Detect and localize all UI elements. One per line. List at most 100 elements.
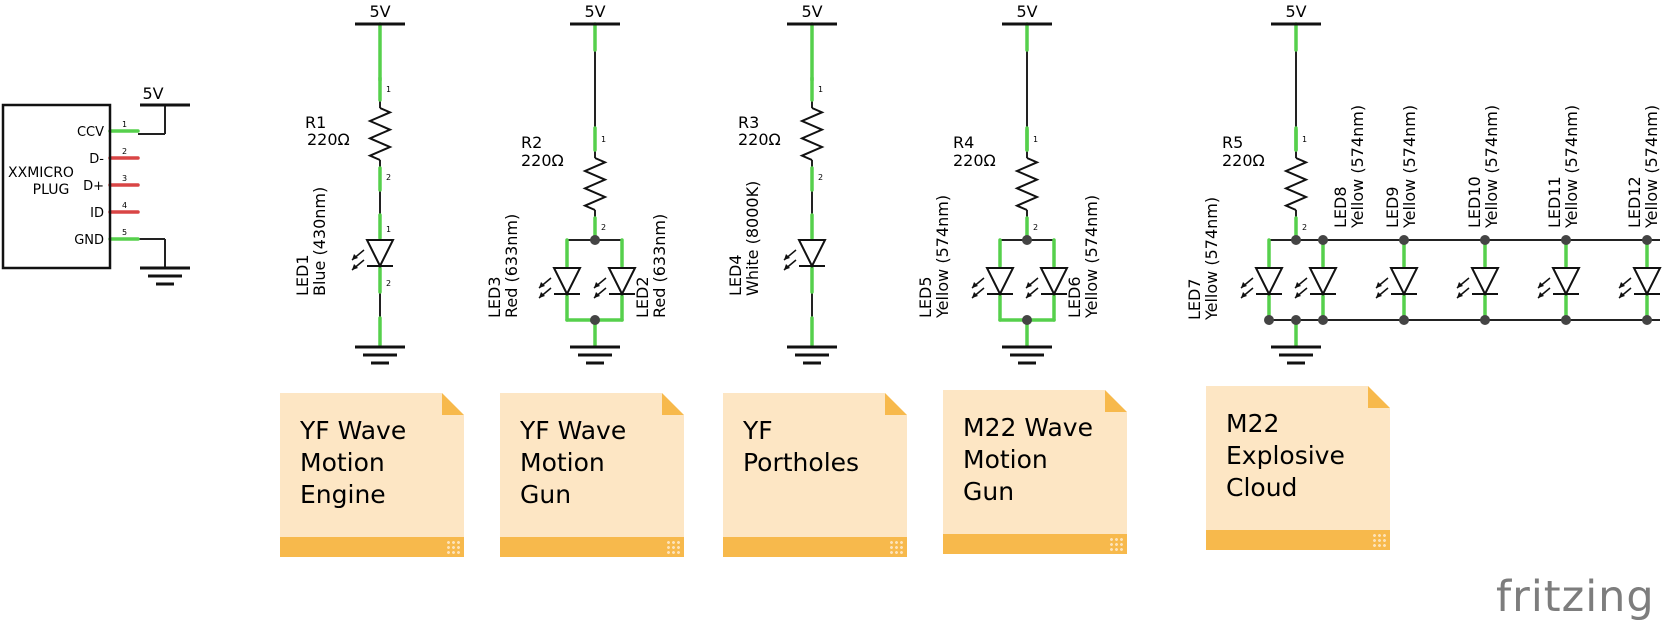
resistor xyxy=(1283,157,1309,211)
led-arrowhead xyxy=(1538,282,1544,288)
note-resize-grip[interactable] xyxy=(889,540,903,554)
led-arrowhead xyxy=(352,254,358,260)
led6-label-line: Yellow (574nm) xyxy=(1082,195,1101,319)
note-3[interactable]: YF Portholes xyxy=(723,393,907,557)
led-diode xyxy=(985,267,1015,297)
led1-label-line: Blue (430nm) xyxy=(310,187,329,296)
pin-number: 4 xyxy=(122,201,127,210)
led-diode xyxy=(552,267,582,297)
note-2[interactable]: YF Wave Motion Gun xyxy=(500,393,684,557)
resistor-value: 220Ω xyxy=(738,130,781,149)
note-resize-grip[interactable] xyxy=(1109,537,1123,551)
junction-dot xyxy=(590,315,600,325)
plug-pin-label: D- xyxy=(89,152,104,167)
pin-number: 2 xyxy=(122,147,127,156)
led11-label-line: LED11 xyxy=(1545,176,1564,228)
note-fold-corner xyxy=(1368,386,1390,408)
resistor-value: 220Ω xyxy=(307,130,350,149)
led-arrowhead xyxy=(972,282,978,288)
led12-label-line: LED12 xyxy=(1625,176,1644,228)
pin-number: 2 xyxy=(386,173,391,182)
resistor xyxy=(367,107,393,161)
led-arrowhead xyxy=(594,282,600,288)
resistor-name: R5 xyxy=(1222,133,1243,152)
note-text: M22 Wave Motion Gun xyxy=(963,413,1093,506)
note-5[interactable]: M22 Explosive Cloud xyxy=(1206,386,1390,550)
led-arrowhead xyxy=(1295,292,1301,298)
power-label: 5V xyxy=(1285,2,1306,21)
note-text: YF Wave Motion Gun xyxy=(520,416,627,509)
junction-dot xyxy=(1291,235,1301,245)
note-fold-corner xyxy=(885,393,907,415)
resistor xyxy=(582,157,608,211)
resistor xyxy=(1014,157,1040,211)
note-4[interactable]: M22 Wave Motion Gun xyxy=(943,390,1127,554)
note-band xyxy=(723,537,907,557)
note-fold-corner xyxy=(662,393,684,415)
led-arrowhead xyxy=(1026,292,1032,298)
junction-dot xyxy=(1561,315,1571,325)
led8-label-line: Yellow (574nm) xyxy=(1348,105,1367,229)
led-diode xyxy=(1389,267,1419,297)
plug-pin-label: GND xyxy=(74,233,104,248)
led10-label-line: Yellow (574nm) xyxy=(1482,105,1501,229)
led1-label-line: LED1 xyxy=(293,254,312,296)
plug-name: XXMICRO xyxy=(8,165,74,181)
led-arrowhead xyxy=(1376,282,1382,288)
power-label: 5V xyxy=(142,84,163,103)
junction-dot xyxy=(1022,235,1032,245)
note-fold-corner xyxy=(1105,390,1127,412)
junction-dot xyxy=(1318,235,1328,245)
led-arrowhead xyxy=(784,254,790,260)
led3-label-line: LED3 xyxy=(485,276,504,318)
note-band xyxy=(1206,530,1390,550)
pin-number: 2 xyxy=(818,173,823,182)
power-label: 5V xyxy=(1016,2,1037,21)
resistor-value: 220Ω xyxy=(1222,151,1265,170)
led4-label-line: LED4 xyxy=(726,254,745,296)
plug-body xyxy=(1,103,112,270)
components-layer xyxy=(1,22,1662,365)
pin-number: 1 xyxy=(1302,135,1307,144)
resistor-value: 220Ω xyxy=(521,151,564,170)
led-arrowhead xyxy=(1457,292,1463,298)
resistor-name: R3 xyxy=(738,113,759,132)
note-resize-grip[interactable] xyxy=(446,540,460,554)
led-diode xyxy=(365,239,395,269)
led7-label-line: LED7 xyxy=(1185,278,1204,320)
note-text: YF Portholes xyxy=(743,416,860,477)
led-arrowhead xyxy=(1376,292,1382,298)
led-arrowhead xyxy=(972,292,978,298)
pin-number: 3 xyxy=(122,174,127,183)
junction-dot xyxy=(1561,235,1571,245)
led9-label-line: LED9 xyxy=(1383,186,1402,228)
note-resize-grip[interactable] xyxy=(1372,533,1386,547)
led-arrowhead xyxy=(1457,282,1463,288)
power-label: 5V xyxy=(369,2,390,21)
led-arrowhead xyxy=(784,264,790,270)
note-resize-grip[interactable] xyxy=(666,540,680,554)
led-diode xyxy=(1470,267,1500,297)
led-arrowhead xyxy=(1241,292,1247,298)
pin-number: 2 xyxy=(601,223,606,232)
led-diode xyxy=(607,267,637,297)
led-arrowhead xyxy=(539,292,545,298)
wires-layer xyxy=(138,24,1660,347)
note-1[interactable]: YF Wave Motion Engine xyxy=(280,393,464,557)
junction-dot xyxy=(1480,315,1490,325)
note-band xyxy=(500,537,684,557)
led12-label-line: Yellow (574nm) xyxy=(1642,105,1661,229)
pin-number: 2 xyxy=(1033,223,1038,232)
led9-label-line: Yellow (574nm) xyxy=(1400,105,1419,229)
led-arrowhead xyxy=(352,264,358,270)
led7-label-line: Yellow (574nm) xyxy=(1202,197,1221,321)
pin-number: 1 xyxy=(601,135,606,144)
pin-number: 5 xyxy=(122,228,127,237)
power-label: 5V xyxy=(584,2,605,21)
pin-number: 1 xyxy=(386,225,391,234)
